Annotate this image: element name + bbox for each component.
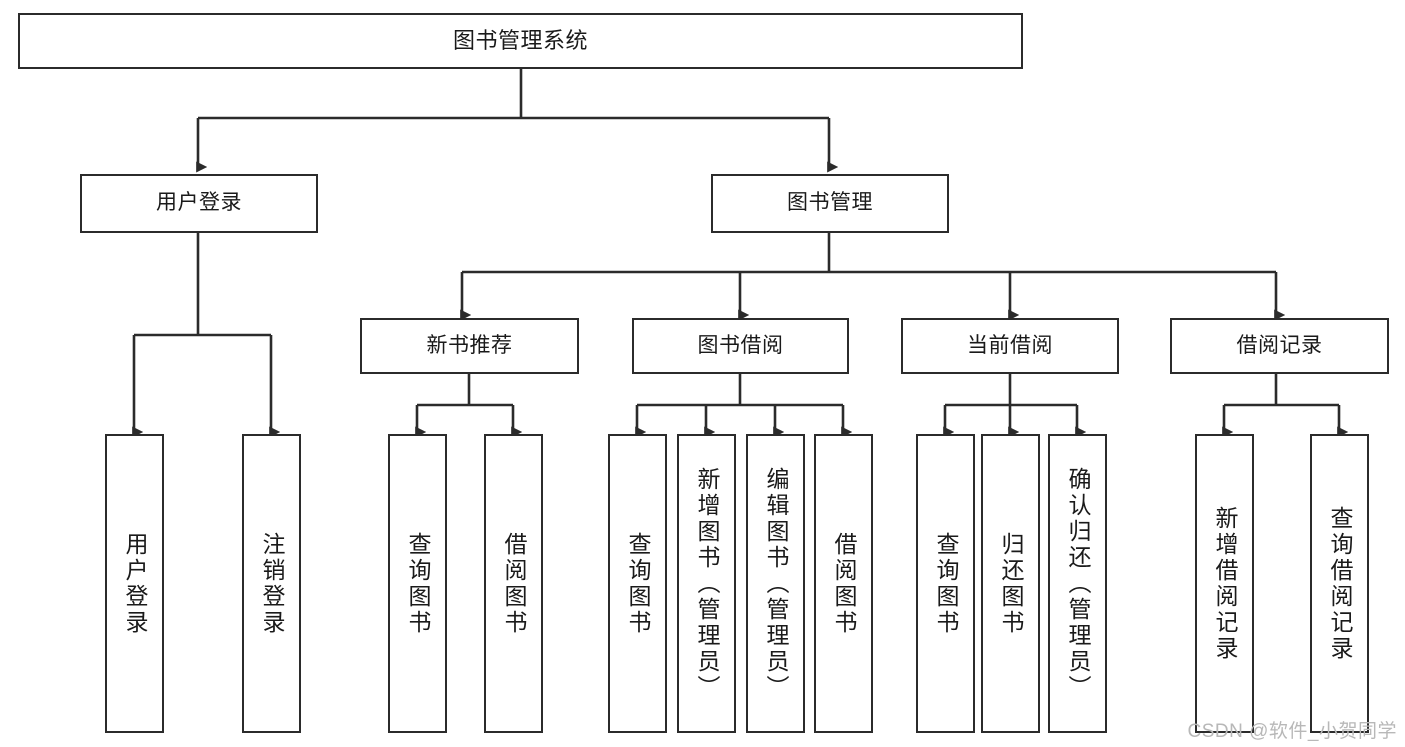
node-label: 查询借阅记录 bbox=[1327, 505, 1353, 662]
node-label: 图书借阅 bbox=[697, 333, 784, 357]
node-label: 编辑图书（管理员） bbox=[763, 466, 789, 701]
leaf-query-borrow-record[interactable]: 查询借阅记录 bbox=[1310, 434, 1369, 733]
leaf-add-borrow-record[interactable]: 新增借阅记录 bbox=[1195, 434, 1254, 733]
node-current-borrowing[interactable]: 当前借阅 bbox=[901, 318, 1119, 374]
node-borrowing-record[interactable]: 借阅记录 bbox=[1170, 318, 1389, 374]
leaf-logout-login[interactable]: 注销登录 bbox=[242, 434, 301, 733]
node-label: 确认归还（管理员） bbox=[1065, 466, 1091, 701]
leaf-borrow-book-new-book-rec[interactable]: 借阅图书 bbox=[484, 434, 543, 733]
node-label: 注销登录 bbox=[259, 531, 285, 636]
node-label: 查询图书 bbox=[933, 531, 959, 636]
node-label: 图书管理系统 bbox=[452, 28, 588, 54]
node-label: 借阅图书 bbox=[831, 531, 857, 636]
leaf-query-book-new-book-rec[interactable]: 查询图书 bbox=[388, 434, 447, 733]
csdn-watermark: CSDN @软件_小贺同学 bbox=[1187, 721, 1397, 742]
node-user-login[interactable]: 用户登录 bbox=[80, 174, 318, 233]
leaf-return-book[interactable]: 归还图书 bbox=[981, 434, 1040, 733]
node-label: 新书推荐 bbox=[426, 333, 513, 357]
leaf-query-book-current-borrow[interactable]: 查询图书 bbox=[916, 434, 975, 733]
leaf-edit-book-admin[interactable]: 编辑图书（管理员） bbox=[746, 434, 805, 733]
node-label: 归还图书 bbox=[998, 531, 1024, 636]
leaf-query-book-borrowing[interactable]: 查询图书 bbox=[608, 434, 667, 733]
node-book-management[interactable]: 图书管理 bbox=[711, 174, 949, 233]
node-book-borrowing[interactable]: 图书借阅 bbox=[632, 318, 849, 374]
node-label: 图书管理 bbox=[787, 191, 873, 215]
node-new-book-recommendation[interactable]: 新书推荐 bbox=[360, 318, 579, 374]
node-label: 查询图书 bbox=[405, 531, 431, 636]
node-label: 查询图书 bbox=[625, 531, 651, 636]
node-label: 用户登录 bbox=[122, 531, 148, 636]
node-label: 借阅记录 bbox=[1236, 333, 1323, 357]
node-label: 借阅图书 bbox=[501, 531, 527, 636]
leaf-user-login[interactable]: 用户登录 bbox=[105, 434, 164, 733]
node-label: 当前借阅 bbox=[967, 333, 1053, 357]
node-label: 用户登录 bbox=[156, 191, 242, 215]
node-label: 新增图书（管理员） bbox=[694, 466, 720, 701]
node-root-book-management-system[interactable]: 图书管理系统 bbox=[18, 13, 1023, 69]
node-label: 新增借阅记录 bbox=[1212, 505, 1238, 662]
leaf-add-book-admin[interactable]: 新增图书（管理员） bbox=[677, 434, 736, 733]
leaf-confirm-return-admin[interactable]: 确认归还（管理员） bbox=[1048, 434, 1107, 733]
leaf-borrow-book-borrowing[interactable]: 借阅图书 bbox=[814, 434, 873, 733]
